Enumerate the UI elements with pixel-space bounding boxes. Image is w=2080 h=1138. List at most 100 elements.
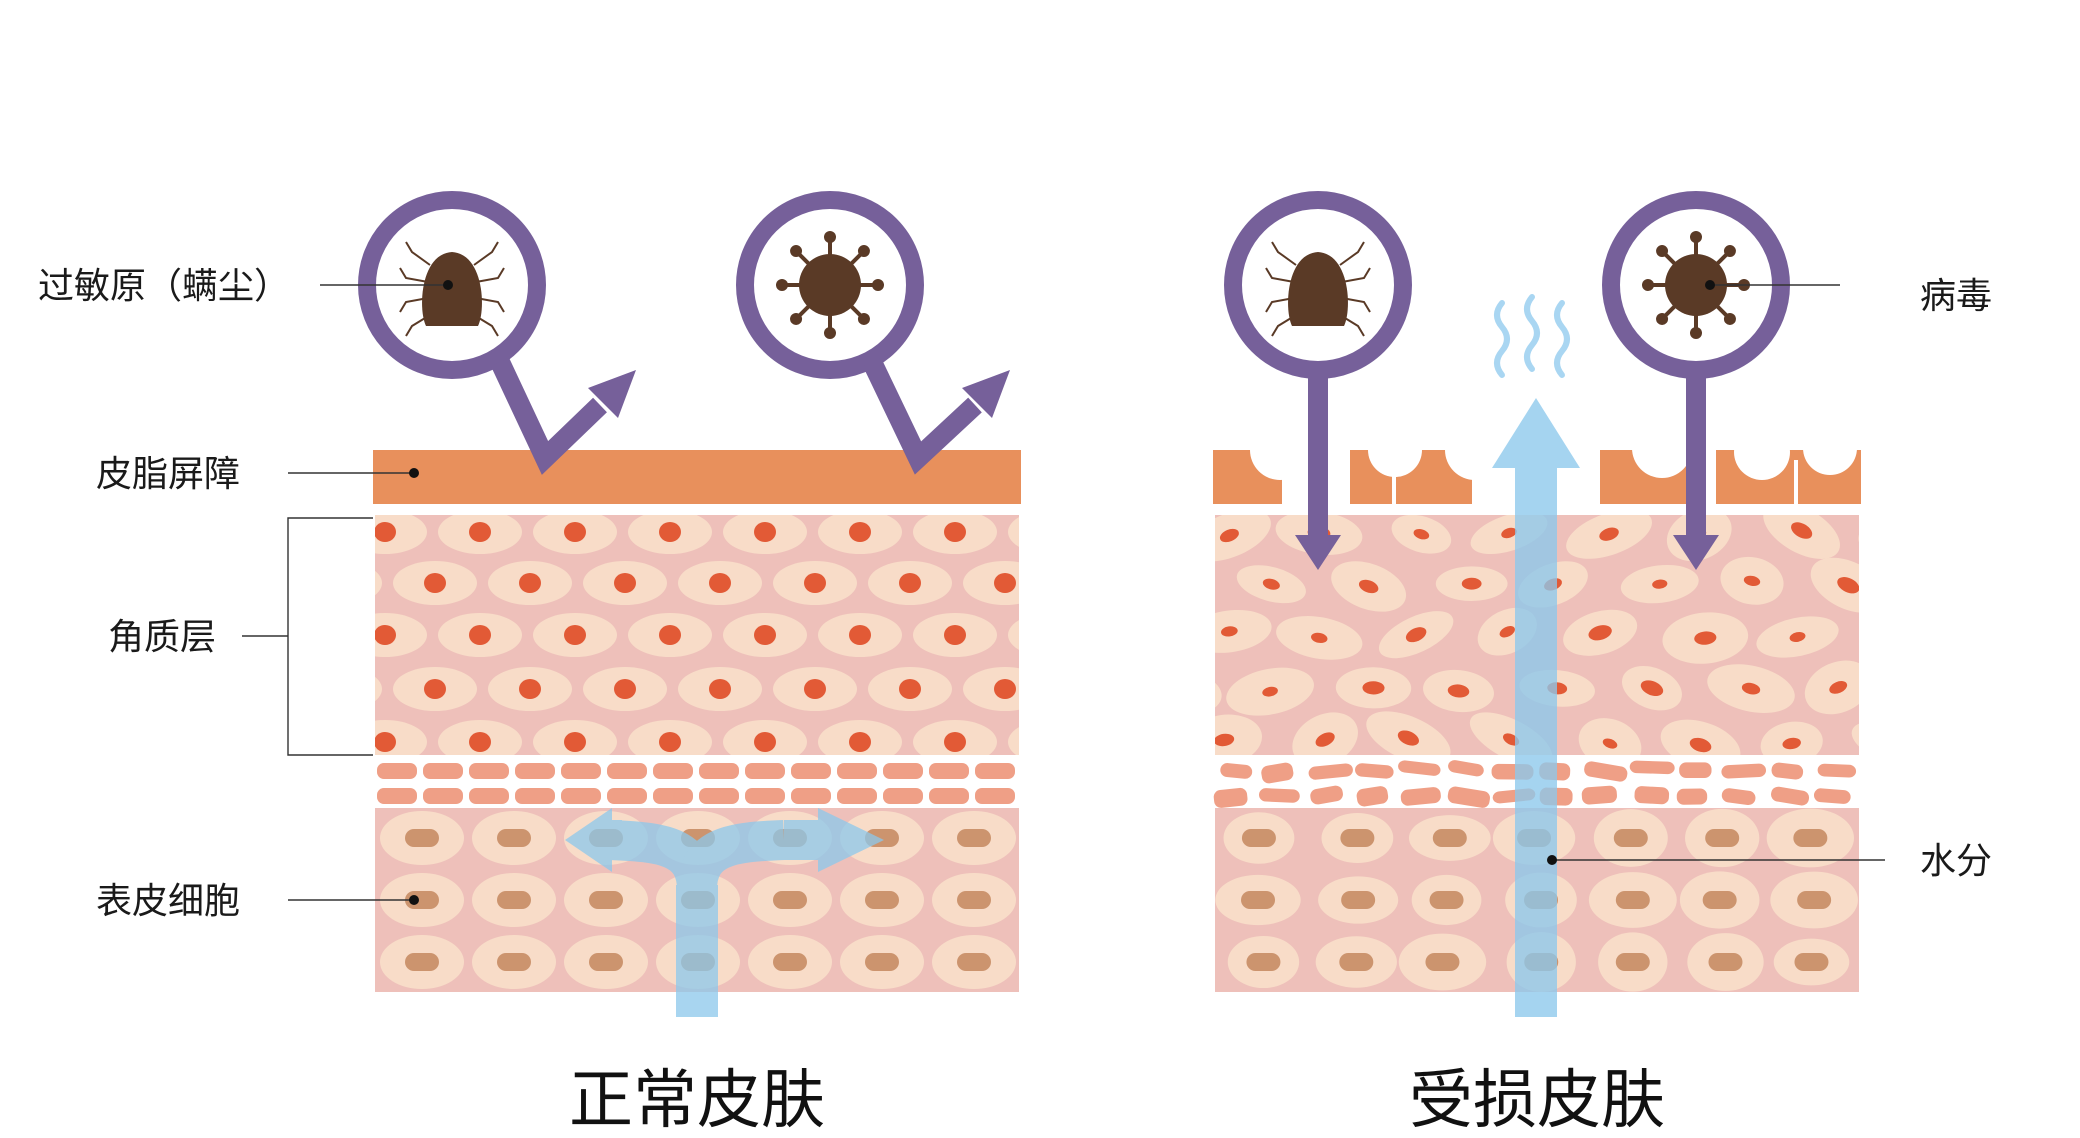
granular-cell [1356,786,1389,807]
skin-cell [628,515,712,554]
granular-cell [377,788,417,804]
skin-cell [1662,612,1749,664]
skin-cell [773,667,857,711]
granular-layer [377,763,1015,804]
skin-cell [1905,663,1981,717]
epidermal-cell [1318,876,1399,924]
skin-cell [1366,711,1451,755]
granular-cell [1721,788,1756,806]
epidermal-cell [380,811,464,865]
virus-bounce-arrow [862,357,1010,475]
dust-mite-icon [1265,241,1371,337]
skin-cell [1804,660,1859,715]
epidermal-cell [1861,932,1949,991]
skin-cell [375,515,427,554]
epidermal-cell [1598,932,1668,992]
damaged-skin-caption: 受损皮肤 [1409,1064,1665,1138]
skin-cell [248,720,332,764]
granular-cell [1398,760,1441,776]
epidermal-cell [1315,936,1397,988]
skin-cell [1226,667,1314,716]
skin-cell [1089,697,1183,780]
skin-cell [375,570,382,596]
epidermal-cell [1024,873,1108,927]
granular-cell [975,788,1015,804]
epidermal-cell [1679,871,1760,929]
skin-cell [1331,561,1407,612]
skin-cell [868,561,952,605]
granular-cell [607,788,647,804]
skin-cell [1008,517,1019,547]
stratum-corneum-layer [248,515,1019,764]
skin-cell [628,613,712,657]
granular-cell [653,788,693,804]
skin-cell [1276,616,1363,660]
skin-cell [375,613,427,657]
epidermal-cell [1593,809,1668,867]
skin-cell [248,613,332,657]
virus-icon [776,231,884,339]
skin-cell [1851,721,1859,755]
skin-cell [1423,669,1494,713]
epidermal-cell [472,811,556,865]
allergen-magnifier-damaged [1224,191,1412,379]
granular-cell [1679,762,1712,779]
skin-cell [1563,609,1638,656]
granular-cell [515,763,555,779]
granular-cell [1813,788,1851,804]
skin-cell [393,561,477,605]
granular-cell [607,763,647,779]
skin-cell [1720,556,1784,605]
skin-cell [1707,664,1795,714]
stratum-corneum-label: 角质层 [108,617,216,658]
skin-cell [1089,607,1163,658]
epidermal-cell [472,873,556,927]
skin-cell [1089,497,1182,574]
epidermal-cell [380,935,464,989]
skin-cell [1763,515,1840,559]
skin-cell [963,667,1019,711]
granular-cell [1447,786,1490,808]
skin-cell [1236,565,1306,604]
virus-icon [1642,231,1750,339]
granular-cell [1355,763,1394,779]
skin-cell [1810,557,1859,613]
epidermal-cell [564,935,648,989]
leader-dots [409,280,1715,905]
skin-cell [1621,665,1682,711]
granular-cell [699,788,739,804]
skin-cell [488,667,572,711]
skin-cell [1215,714,1263,755]
granular-cell [1259,788,1300,803]
virus-magnifier [736,191,924,379]
granular-cell [1310,785,1343,805]
skin-cell [438,720,522,755]
epidermal-cell [748,935,832,989]
skin-cell [723,613,807,657]
moisture-label: 水分 [1920,841,1992,882]
skin-cell [818,720,902,755]
skin-cell [1660,719,1741,755]
granular-cell [837,763,877,779]
skin-cell [1215,515,1271,562]
granular-cell [975,763,1015,779]
granular-cell [1584,761,1628,782]
skin-cell [1886,547,1988,626]
granular-cell [1629,760,1675,775]
epidermal-cell [1024,811,1108,865]
epidermal-cells-label: 表皮细胞 [96,881,240,922]
skin-cell [533,515,617,554]
leader-lines [242,284,1885,901]
granular-cell [929,788,969,804]
epidermal-cell [748,873,832,927]
epidermal-cell [1024,935,1108,989]
skin-cell [913,613,997,657]
skin-cell [963,561,1019,605]
epidermal-cell [564,873,648,927]
virus-label: 病毒 [1920,276,1992,317]
skin-cell [488,561,572,605]
skin-cell [1008,620,1019,650]
normal-skin-panel [248,191,1108,1017]
granular-cell [1634,786,1670,805]
